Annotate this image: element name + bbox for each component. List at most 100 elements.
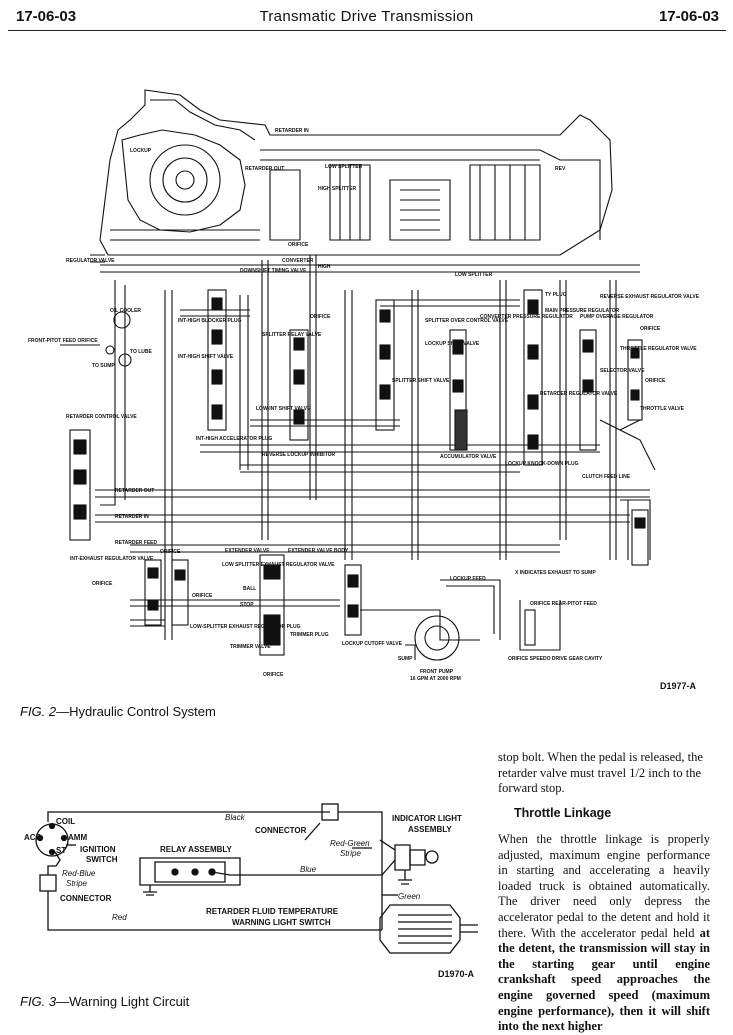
label-indicates-exhaust: X INDICATES EXHAUST TO SUMP xyxy=(515,570,596,576)
figure2-caption-num: FIG. 2 xyxy=(20,704,57,719)
label-lockup-shift: LOCKUP SHIFT VALVE xyxy=(425,341,480,347)
label-retarder-fluid: RETARDER FLUID TEMPERATURE xyxy=(206,907,339,916)
label-splitter-shift: SPLITTER SHIFT VALVE xyxy=(392,378,450,384)
wire-blue: Blue xyxy=(300,865,317,874)
label-orifice-right-top: ORIFICE xyxy=(640,326,661,332)
label-retarder-out-top: RETARDER OUT xyxy=(245,166,284,172)
label-ignition: IGNITION xyxy=(80,845,116,854)
label-indicator-light: INDICATOR LIGHT xyxy=(392,814,462,823)
label-clutch-feed: CLUTCH FEED LINE xyxy=(582,474,631,480)
label-connector-top: CONNECTOR xyxy=(255,826,307,835)
figure2-caption-text: —Hydraulic Control System xyxy=(56,704,216,719)
label-stop: STOP xyxy=(240,602,254,608)
label-front-pitot: FRONT-PITOT FEED ORIFICE xyxy=(28,338,98,344)
label-to-sump: TO SUMP xyxy=(92,363,115,369)
figure3-id: D1970-A xyxy=(438,969,475,979)
header-rule xyxy=(8,30,726,31)
label-retarder-in: RETARDER IN xyxy=(115,514,149,520)
label-orifice-center: ORIFICE xyxy=(310,314,331,320)
label-trimmer-valve: TRIMMER VALVE xyxy=(230,644,271,650)
page-number-left: 17-06-03 xyxy=(16,8,77,25)
label-orifice-top: ORIFICE xyxy=(288,242,309,248)
label-coil: COIL xyxy=(56,817,75,826)
label-st: ST xyxy=(56,846,66,855)
page-title: Transmatic Drive Transmission xyxy=(259,8,474,25)
label-orifice-drive-gear: ORIFICE SPEEDO DRIVE GEAR CAVITY xyxy=(508,656,603,662)
label-low-splitter-exhaust: LOW SPLITTER EXHAUST REGULATOR VALVE xyxy=(222,562,335,568)
paragraph-throttle-plain: When the throttle linkage is properly ad… xyxy=(498,832,710,940)
label-extender-valve-body: EXTENDER VALVE BODY xyxy=(288,548,349,554)
wire-red-blue-stripe: Stripe xyxy=(66,879,87,888)
label-ty-plug: TY PLUG xyxy=(545,292,567,298)
label-front-pump-spec: 16 GPM AT 2000 RPM xyxy=(410,676,461,682)
label-orifice-right: ORIFICE xyxy=(645,378,666,384)
label-high-splitter: HIGH SPLITTER xyxy=(318,186,356,192)
wire-red-green: Red-Green xyxy=(330,839,370,848)
label-retarder-regulator: RETARDER REGULATOR VALVE xyxy=(540,391,618,397)
label-retarder-out: RETARDER OUT xyxy=(115,488,154,494)
label-lockup-cutoff: LOCKUP CUTOFF VALVE xyxy=(342,641,403,647)
label-retarder-in-top: RETARDER IN xyxy=(275,128,309,134)
wire-red-green-stripe: Stripe xyxy=(340,849,361,858)
label-accumulator: ACCUMULATOR VALVE xyxy=(440,454,497,460)
wire-black: Black xyxy=(225,813,246,822)
figure3-caption-text: —Warning Light Circuit xyxy=(56,994,190,1009)
label-pump-overage: PUMP OVERAGE REGULATOR xyxy=(580,314,654,320)
label-relay-assembly: RELAY ASSEMBLY xyxy=(160,845,233,854)
label-indicator-assembly: ASSEMBLY xyxy=(408,825,452,834)
label-selector-valve: SELECTOR VALVE xyxy=(600,368,645,374)
label-int-high-blocker: INT-HIGH BLOCKER PLUG xyxy=(178,318,241,324)
label-reverse-lockup: REVERSE LOCKUP INHIBITOR xyxy=(262,452,336,458)
figure3-caption-num: FIG. 3 xyxy=(20,994,57,1009)
label-retarder-control: RETARDER CONTROL VALVE xyxy=(66,414,137,420)
figure3-caption: FIG. 3—Warning Light Circuit xyxy=(20,994,189,1009)
figure2-caption: FIG. 2—Hydraulic Control System xyxy=(20,704,216,719)
page-number-right: 17-06-03 xyxy=(658,8,719,25)
paragraph-stop-bolt: stop bolt. When the pedal is released, t… xyxy=(498,750,703,796)
label-converter: CONVERTER xyxy=(282,258,314,264)
label-orifice-bottom: ORIFICE xyxy=(263,672,284,678)
label-switch: SWITCH xyxy=(86,855,118,864)
label-oil-cooler: OIL COOLER xyxy=(110,308,141,314)
label-orifice-mid: ORIFICE xyxy=(192,593,213,599)
label-connector-bottom: CONNECTOR xyxy=(60,894,112,903)
paragraph-throttle-bold: at the detent, the transmission will sta… xyxy=(498,925,710,1034)
label-lockup-feed: LOCKUP FEED xyxy=(450,576,486,582)
label-trimmer-plug: TRIMMER PLUG xyxy=(290,632,329,638)
label-orifice-left: ORIFICE xyxy=(160,549,181,555)
label-extender-valve: EXTENDER VALVE xyxy=(225,548,270,554)
label-int-high-shift: INT-HIGH SHIFT VALVE xyxy=(178,354,234,360)
label-low-splitter-plug: LOW-SPLITTER EXHAUST REGULATOR PLUG xyxy=(190,624,301,630)
label-amm: AMM xyxy=(68,833,87,842)
label-high: HIGH xyxy=(318,264,331,270)
label-warning-switch: WARNING LIGHT SWITCH xyxy=(232,918,331,927)
label-throttle-valve: THROTTLE VALVE xyxy=(640,406,685,412)
wire-red: Red xyxy=(112,913,127,922)
figure2-id: D1977-A xyxy=(660,681,697,691)
label-regulator-valve: REGULATOR VALVE xyxy=(66,258,115,264)
wire-red-blue: Red-Blue xyxy=(62,869,96,878)
paragraph-throttle-linkage: When the throttle linkage is properly ad… xyxy=(498,832,710,1035)
label-main-pressure: MAIN PRESSURE REGULATOR xyxy=(545,308,620,314)
label-splitter-relay: SPLITTER RELAY VALVE xyxy=(262,332,322,338)
label-acc: ACC xyxy=(24,833,42,842)
label-int-exhaust-reg: INT-EXHAUST REGULATOR VALVE xyxy=(70,556,154,562)
label-ball: BALL xyxy=(243,586,256,592)
label-downshift-timing: DOWNSHIFT TIMING VALVE xyxy=(240,268,307,274)
label-rev: REV xyxy=(555,166,566,172)
label-retarder-feed: RETARDER FEED xyxy=(115,540,158,546)
label-sump: SUMP xyxy=(398,656,413,662)
label-orifice-far-left: ORIFICE xyxy=(92,581,113,587)
label-reverse-exhaust: REVERSE EXHAUST REGULATOR VALVE xyxy=(600,294,700,300)
label-front-pump: FRONT PUMP xyxy=(420,669,454,675)
label-orifice-rear-pitot: ORIFICE REAR-PITOT FEED xyxy=(530,601,597,607)
label-lockup-knockdown: LOCKUP KNOCK-DOWN PLUG xyxy=(505,461,579,467)
label-int-high-accel: INT-HIGH ACCELERATOR PLUG xyxy=(196,436,272,442)
label-lockup: LOCKUP xyxy=(130,148,152,154)
label-low-int-shift: LOW-INT SHIFT VALVE xyxy=(256,406,311,412)
wire-green: Green xyxy=(398,892,421,901)
label-converter-pressure: CONVERTER PRESSURE REGULATOR xyxy=(480,314,573,320)
label-low-splitter-top: LOW SPLITTER xyxy=(325,164,363,170)
label-to-lube: TO LUBE xyxy=(130,349,153,355)
